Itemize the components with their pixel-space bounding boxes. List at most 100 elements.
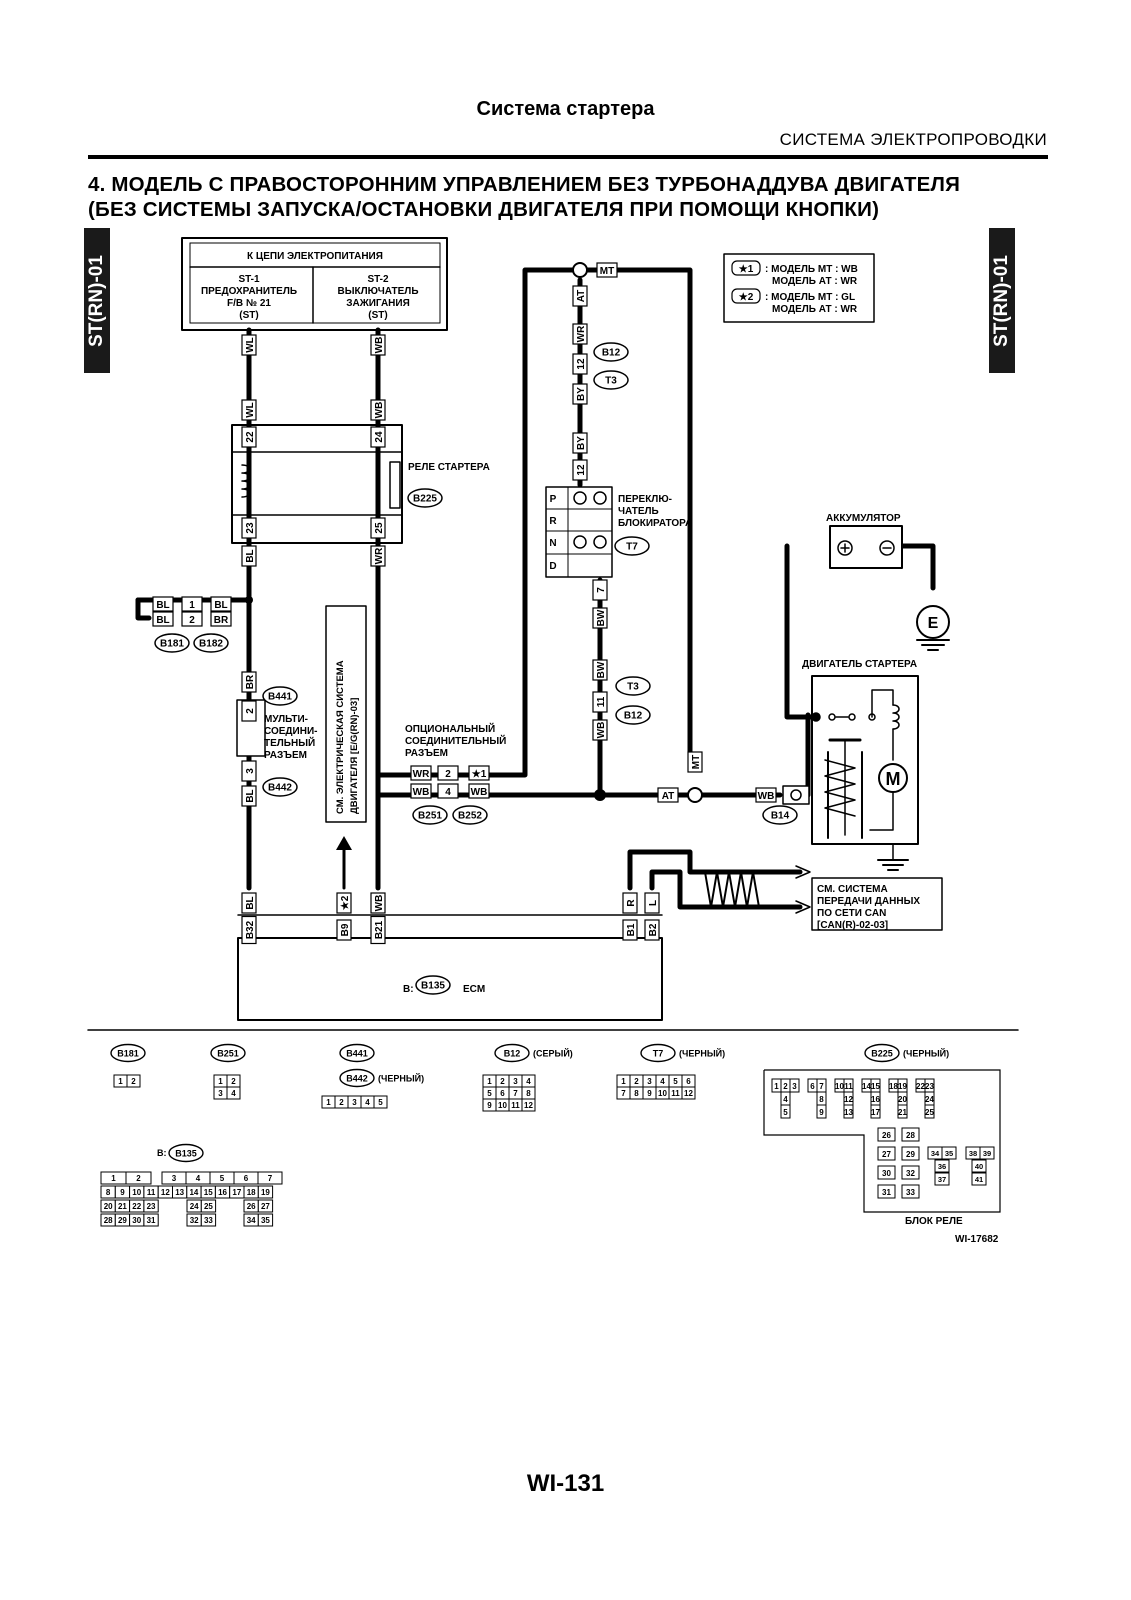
svg-text:WR: WR [413,769,430,780]
svg-text:ТЕЛЬНЫЙ: ТЕЛЬНЫЙ [264,736,315,749]
svg-text:WR: WR [576,325,587,342]
svg-text:29: 29 [906,1150,915,1159]
ecm-label: ECM [463,984,485,995]
svg-text:B12: B12 [504,1049,521,1059]
svg-text:F/B № 21: F/B № 21 [227,298,271,309]
svg-text:4: 4 [783,1095,788,1104]
svg-text:11: 11 [147,1188,156,1197]
svg-text:7: 7 [819,1082,824,1091]
svg-text:B251: B251 [418,811,442,822]
svg-text:B251: B251 [217,1049,239,1059]
face-b441-label: B441 [339,1043,375,1063]
svg-text:28: 28 [906,1131,915,1140]
inhibitor-switch [545,486,613,578]
svg-text:BL: BL [156,615,169,626]
svg-text:BR: BR [245,674,256,689]
wire-br: BR [241,671,257,693]
svg-text:B9: B9 [340,923,351,936]
connector-b135: B135 [415,975,451,995]
engine-system-ref-box [325,605,367,823]
svg-text:8: 8 [634,1089,639,1098]
svg-text:B181: B181 [160,639,184,650]
svg-text:14: 14 [862,1082,871,1091]
svg-text:36: 36 [938,1162,946,1171]
starter-relay-block [231,424,403,544]
svg-text:30: 30 [132,1216,141,1225]
svg-text:ST-1: ST-1 [238,274,260,285]
svg-text:2: 2 [339,1098,344,1107]
wire-wb-b14: WB [755,787,777,803]
svg-text:ПРЕДОХРАНИТЕЛЬ: ПРЕДОХРАНИТЕЛЬ [201,286,297,297]
svg-text:T3: T3 [627,682,639,693]
face-b181-label: B181 [110,1043,146,1063]
wire-wb-opt: WB [410,783,432,799]
svg-text:(ЧЕРНЫЙ): (ЧЕРНЫЙ) [903,1048,949,1059]
svg-text:★1: ★1 [472,769,487,780]
svg-text:B2: B2 [648,923,659,936]
pin-3-multi: 3 [241,760,257,782]
pin-12-b12: 12 [572,353,588,375]
svg-text:12: 12 [524,1101,533,1110]
section-title-line2: (БЕЗ СИСТЕМЫ ЗАПУСКА/ОСТАНОВКИ ДВИГАТЕЛЯ… [88,198,880,221]
svg-text:9: 9 [487,1101,492,1110]
page-header-subtitle: СИСТЕМА ЭЛЕКТРОПРОВОДКИ [779,130,1047,149]
svg-text:7: 7 [268,1174,273,1183]
connector-b181: B181 [154,633,190,653]
face-b442-label: B442(ЧЕРНЫЙ) [339,1068,424,1088]
svg-text:16: 16 [218,1188,227,1197]
svg-text:2: 2 [189,615,195,626]
svg-text:AT: AT [662,791,675,802]
svg-text:BW: BW [596,661,607,678]
svg-text:E: E [928,615,939,632]
svg-text:25: 25 [204,1202,213,1211]
svg-text:2: 2 [634,1077,639,1086]
svg-text:WR: WR [374,547,385,564]
svg-text:22: 22 [132,1202,141,1211]
page-number: WI-131 [526,1470,605,1497]
svg-text:1: 1 [218,1077,223,1086]
pin-24: 24 [370,426,386,448]
wire-bl-lower: BL [241,785,257,807]
svg-text:BL: BL [245,896,256,909]
svg-text:РАЗЪЕМ: РАЗЪЕМ [264,750,307,761]
svg-text:[CAN(R)-02-03]: [CAN(R)-02-03] [817,920,888,931]
svg-text:B21: B21 [374,920,385,939]
svg-text:B225: B225 [413,494,437,505]
svg-text:N: N [549,538,556,549]
svg-text:B181: B181 [117,1049,139,1059]
svg-text:D: D [549,561,556,572]
svg-text:5: 5 [673,1077,678,1086]
svg-text:СМ. СИСТЕМА: СМ. СИСТЕМА [817,884,888,895]
svg-text:6: 6 [244,1174,249,1183]
svg-text:: МОДЕЛЬ МТ : WB: : МОДЕЛЬ МТ : WB [765,264,858,275]
svg-text:12: 12 [576,358,587,370]
svg-text:4: 4 [196,1174,201,1183]
svg-text:22: 22 [245,431,256,443]
pin-2-multi: 2 [241,700,257,722]
can-ref-box [811,877,943,931]
svg-text:B225: B225 [871,1049,893,1059]
svg-text:13: 13 [175,1188,184,1197]
svg-text:1: 1 [111,1174,116,1183]
svg-text:20: 20 [104,1202,113,1211]
svg-text:9: 9 [647,1089,652,1098]
svg-text:2: 2 [136,1174,141,1183]
svg-text:9: 9 [120,1188,125,1197]
svg-text:★2: ★2 [340,895,351,910]
svg-text:1: 1 [118,1077,123,1086]
svg-text:1: 1 [487,1077,492,1086]
svg-text:L: L [648,900,659,906]
svg-text:B441: B441 [346,1049,368,1059]
battery [829,525,903,569]
wire-mt-top: MT [596,262,618,278]
svg-text:33: 33 [204,1216,213,1225]
connector-b442: B442 [262,777,298,797]
pin-11: 11 [592,691,608,713]
svg-text:6: 6 [810,1082,815,1091]
pin-25: 25 [370,517,386,539]
